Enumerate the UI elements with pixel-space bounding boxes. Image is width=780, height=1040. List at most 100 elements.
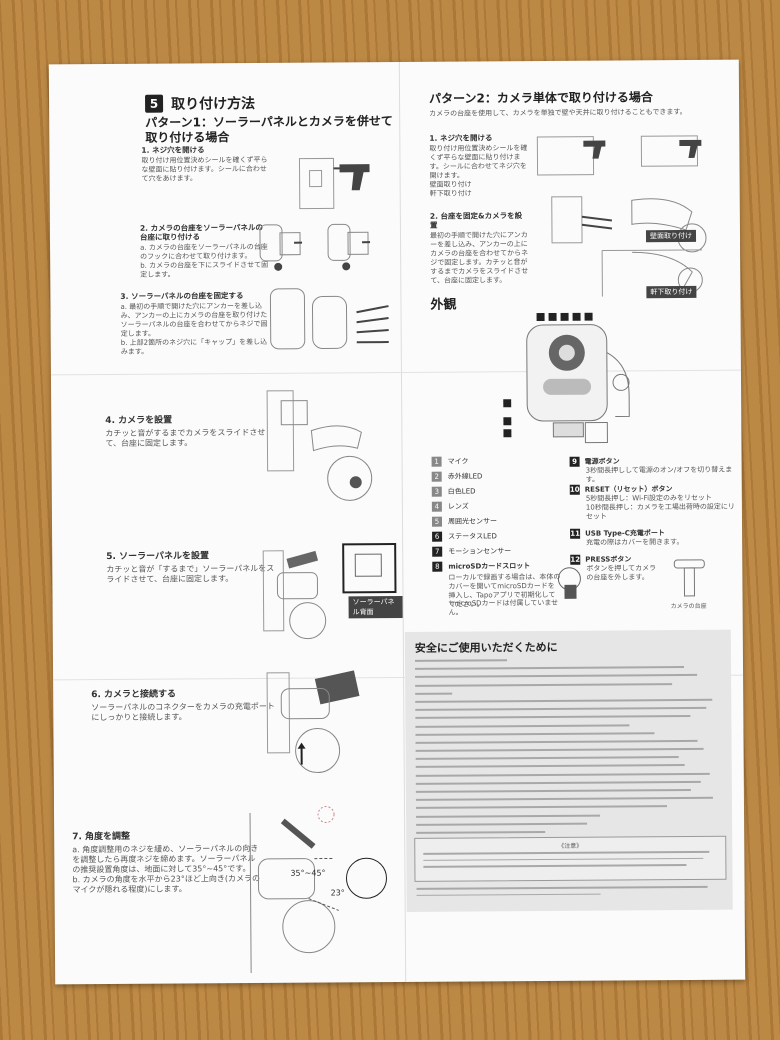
part-number: 6	[432, 531, 443, 542]
part-label: microSDカードスロット	[448, 561, 531, 571]
safety-title: 安全にご使用いただくために	[414, 640, 558, 655]
drill-wall-illustration	[289, 144, 389, 215]
part-label: 白色LED	[447, 486, 476, 496]
part-press-button: 12 PRESSボタン ボタンを押してカメラの台座を外します。	[570, 554, 660, 583]
section-title: 取り付け方法	[171, 95, 256, 113]
part-number: 8	[432, 561, 443, 572]
camera-mount-illustration	[666, 556, 716, 600]
camera-appearance-illustration	[503, 312, 654, 453]
notice-title: 《注意》	[558, 842, 583, 850]
part-label: ステータスLED	[448, 531, 497, 541]
part-number: 12	[570, 554, 581, 565]
step-text: ソーラーパネルのコネクターをカメラの充電ポートにしっかりと接続します。	[91, 701, 275, 723]
solar-back-label: ソーラーパネル背面	[348, 595, 403, 619]
safety-footer-text	[416, 885, 723, 902]
part-text: 5秒間長押し：Wi-Fi設定のみをリセット 10秒間長押し：カメラを工場出荷時の…	[585, 493, 735, 521]
step-text: 最初の手順で開けた穴にアンカーを差し込み、アンカーの上にカメラの台座を合わせてか…	[429, 231, 529, 285]
p2-mount-illustration	[542, 190, 723, 301]
step-text: a. カメラの台座をソーラーパネルの台座のフックに合わせて取り付けます。 b. …	[140, 242, 269, 279]
step-1: 1. ネジ穴を開ける 取り付け用位置決めシールを確くず平らな壁面に貼り付けます。…	[141, 145, 271, 184]
part-power-button: 9 電源ボタン 3秒間長押しして電源のオン/オフを切り替えます。	[569, 456, 740, 485]
solar-install-illustration	[257, 542, 408, 643]
pattern2-title: パターン2：カメラ単体で取り付ける場合	[428, 90, 653, 106]
step-text: カチッと音が「するまで」ソーラーパネルをスライドさせて、台座に固定します。	[106, 563, 275, 585]
connect-cable-illustration	[261, 668, 382, 779]
part-text: ボタンを押してカメラの台座を外します。	[586, 564, 657, 582]
instruction-sheet: 5 取り付け方法 パターン1：ソーラーパネルとカメラを併せて取り付ける場合 1.…	[48, 59, 746, 985]
part-item: 2 赤外線LED	[431, 468, 530, 484]
part-item: 3 白色LED	[431, 483, 530, 499]
part-number: 5	[431, 516, 443, 527]
p2-step-1: 1. ネジ穴を開ける 取り付け用位置決めシールを確くず平らな壁面に貼り付けます。…	[429, 133, 527, 199]
part-item: 6 ステータスLED	[432, 528, 530, 544]
angle-label-solar: 35°~45°	[290, 868, 326, 878]
part-number: 3	[431, 486, 442, 497]
wall-mount-label: 壁面取り付け	[645, 229, 697, 243]
step-title: 2. カメラの台座をソーラーパネルの台座に取り付ける	[139, 222, 264, 242]
angle-label-camera: 23°	[330, 888, 345, 898]
part-number: 9	[569, 456, 580, 467]
part-number: 7	[432, 546, 443, 557]
part-label: マイク	[447, 456, 469, 466]
step-4: 4. カメラを設置 カチッと音がするまでカメラをスライドさせて、台座に固定します…	[105, 415, 265, 449]
sd-card-note: *microSDカードは付属していません。	[448, 598, 559, 617]
step-text: カチッと音がするまでカメラをスライドさせて、台座に固定します。	[105, 427, 266, 449]
part-number: 10	[569, 484, 580, 495]
step-7: 7. 角度を調整 a. 角度調整用のネジを緩め、ソーラーパネルの向きを調整したら…	[72, 831, 262, 895]
part-number: 4	[431, 501, 442, 512]
step-title: 7. 角度を調整	[72, 831, 131, 843]
part-title: RESET（リセット）ボタン	[584, 484, 673, 494]
right-column: パターン2：カメラ単体で取り付ける場合 カメラの台座を使用して、カメラを単独で壁…	[401, 60, 745, 982]
section-number: 5	[145, 94, 164, 113]
step-3: 3. ソーラーパネルの台座を固定する a. 最初の手順で開けた穴にアンカーを差し…	[120, 291, 270, 357]
part-label: レンズ	[447, 501, 469, 511]
part-item: 1 マイク	[431, 453, 530, 469]
part-text: 充電の際はカバーを開きます。	[586, 538, 684, 547]
screw-mount-illustration	[260, 282, 401, 363]
pattern2-intro: カメラの台座を使用して、カメラを単独で壁や天井に取り付けることもできます。	[429, 107, 687, 118]
step-title: 1. ネジ穴を開ける	[141, 145, 205, 155]
part-text: 3秒間長押しして電源のオン/オフを切り替えます。	[585, 465, 733, 484]
part-item: 4 レンズ	[431, 498, 530, 514]
p2-step-2: 2. 台座を固定&カメラを設置 最初の手順で開けた穴にアンカーを差し込み、アンカ…	[430, 211, 529, 286]
part-title: 電源ボタン	[584, 456, 620, 466]
part-item: 7 モーションセンサー	[432, 543, 530, 559]
part-number: 11	[570, 528, 581, 539]
part-label: モーションセンサー	[448, 546, 512, 556]
part-number: 1	[431, 456, 442, 467]
part-item: 5 周囲光センサー	[431, 513, 530, 529]
safety-text-block	[414, 658, 722, 840]
notice-box: 《注意》	[414, 835, 727, 882]
eave-mount-label: 軒下取り付け	[646, 285, 697, 299]
step-5: 5. ソーラーパネルを設置 カチッと音が「するまで」ソーラーパネルをスライドさせ…	[106, 551, 276, 585]
step-title: 5. ソーラーパネルを設置	[106, 551, 210, 563]
step-title: 4. カメラを設置	[105, 415, 173, 427]
left-column: 5 取り付け方法 パターン1：ソーラーパネルとカメラを併せて取り付ける場合 1.…	[49, 62, 405, 984]
step-title: 2. 台座を固定&カメラを設置	[429, 211, 523, 230]
section-header: 5 取り付け方法	[145, 93, 255, 114]
part-title: USB Type-C充電ポート	[585, 528, 665, 538]
pattern1-title: パターン1：ソーラーパネルとカメラを併せて取り付ける場合	[145, 114, 393, 145]
part-label: 赤外線LED	[447, 471, 483, 481]
part-item: 8 microSDカードスロット	[432, 558, 530, 574]
step-title: 1. ネジ穴を開ける	[429, 133, 493, 143]
part-number: 2	[431, 471, 442, 482]
mount-attach-illustration	[250, 214, 390, 275]
angle-adjust-illustration	[248, 802, 399, 974]
step-text: a. 最初の手順で開けた穴にアンカーを差し込み、アンカーの上にカメラの台座を取り…	[120, 301, 268, 356]
appearance-title: 外観	[430, 297, 457, 313]
step-text: 取り付け用位置決めシールを確くず平らな壁面に貼り付けます。シールに合わせて穴をあ…	[141, 155, 268, 183]
sd-card-illustration	[554, 567, 584, 601]
part-reset-button: 10 RESET（リセット）ボタン 5秒間長押し：Wi-Fi設定のみをリセット 1…	[569, 484, 740, 522]
part-title: PRESSボタン	[585, 554, 632, 564]
part-usb-port: 11 USB Type-C充電ポート 充電の際はカバーを開きます。	[570, 528, 740, 548]
step-text: a. 角度調整用のネジを緩め、ソーラーパネルの向きを調整したら再度ネジを締めます…	[72, 843, 260, 895]
step-title: 3. ソーラーパネルの台座を固定する	[120, 291, 244, 301]
safety-section: 安全にご使用いただくために 《注意》	[404, 629, 733, 912]
p2-drill-illustration	[529, 126, 729, 187]
step-text: 取り付け用位置決めシールを確くず平らな壁面に貼り付けます。シールに合わせてネジ穴…	[429, 144, 528, 198]
part-label: 周囲光センサー	[447, 516, 498, 526]
step-title: 6. カメラと接続する	[91, 689, 177, 701]
camera-install-illustration	[261, 386, 382, 507]
mount-caption: カメラの台座	[670, 602, 707, 611]
